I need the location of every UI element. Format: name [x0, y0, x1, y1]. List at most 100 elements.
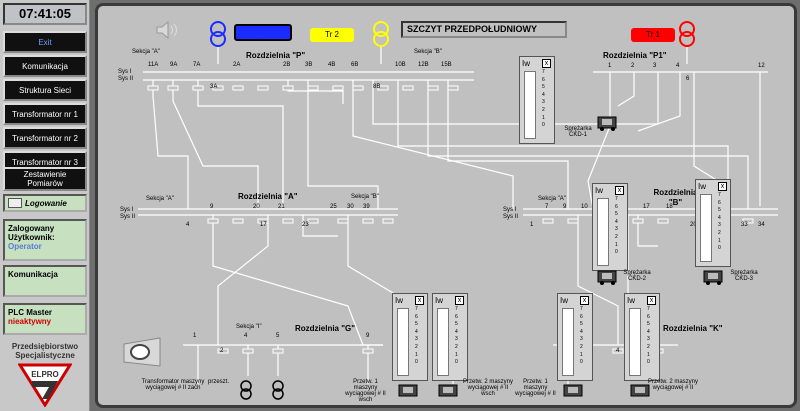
p-field: 8B [373, 84, 381, 90]
a-field: 9 [210, 204, 214, 210]
a-field: 23 [302, 222, 309, 228]
transformator-1-button[interactable]: Transformator nr 1 [3, 103, 87, 125]
meter-bar [524, 71, 536, 139]
logowanie-label: Logowanie [25, 198, 67, 208]
a-sys2: Sys II [120, 214, 136, 220]
komunikacja-button[interactable]: Komunikacja [3, 55, 87, 77]
compressor-icon[interactable] [596, 114, 620, 132]
a-sys1: Sys I [120, 207, 134, 213]
p-field: 7A [193, 62, 201, 68]
g-field: 5 [276, 333, 280, 339]
close-icon[interactable]: x [647, 296, 656, 305]
przetw-label: Przetw. 2 maszyny wyciągowej # II wsch [463, 379, 514, 397]
transformator-2-button[interactable]: Transformator nr 2 [3, 127, 87, 149]
close-icon[interactable]: x [542, 59, 551, 68]
przetw-label: Przetw. 1 maszyny wyciągowej # II wsch [345, 379, 386, 403]
screen-title: SZCZYT PRZEDPOŁUDNIOWY [401, 21, 567, 38]
p1-field: 3 [653, 63, 657, 69]
meter-label: Iw [627, 296, 635, 305]
p-field: 11A [148, 62, 159, 68]
user-box: Zalogowany Użytkownik: Operator [3, 219, 87, 261]
close-icon[interactable]: x [580, 296, 589, 305]
p1-field: 2 [631, 63, 635, 69]
b-sys2: Sys II [503, 214, 519, 220]
generator-icon[interactable] [120, 336, 164, 370]
meter-label: Iw [395, 296, 403, 305]
p-field: 2B [283, 62, 291, 68]
rozdzielnia-k-title: Rozdzielnia "K" [663, 324, 723, 333]
transformator-label: Transformator maszyny wyciągowej # II za… [141, 379, 205, 391]
transformer-icon[interactable] [270, 379, 286, 403]
converter-icon[interactable] [397, 382, 421, 400]
g-field: 9 [366, 333, 370, 339]
p-field: 9A [170, 62, 178, 68]
tr2-badge[interactable]: Tr 2 [310, 28, 354, 42]
p1-field: 4 [676, 63, 680, 69]
close-icon[interactable]: x [455, 296, 464, 305]
przetw-label: Przetw. 2 maszyny wyciągowej # II [648, 379, 699, 391]
p1-field: 6 [686, 76, 690, 82]
meter-label: Iw [560, 296, 568, 305]
g-field: 4 [244, 333, 248, 339]
g-field: 1 [193, 333, 197, 339]
a-field: 21 [278, 204, 285, 210]
logowanie-button[interactable]: Logowanie [3, 194, 87, 212]
close-icon[interactable]: x [615, 186, 624, 195]
meter-bar [629, 308, 641, 376]
meter-label: Iw [595, 186, 603, 195]
tr1-badge[interactable]: Tr 1 [631, 28, 675, 42]
b-sys1: Sys I [503, 207, 517, 213]
zestawienie-pomiarow-button[interactable]: Zestawienie Pomiarów [3, 167, 87, 191]
converter-icon[interactable] [437, 382, 461, 400]
compressor-icon[interactable] [702, 268, 726, 286]
transformer-tr1-icon[interactable] [675, 20, 699, 50]
close-icon[interactable]: x [415, 296, 424, 305]
rozdzielnia-p1-title: Rozdzielnia "P1" [603, 51, 667, 60]
meter-label: Iw [435, 296, 443, 305]
transformer-icon[interactable] [238, 379, 254, 403]
left-panel: 07:41:05 Exit Komunikacja Struktura Siec… [0, 0, 90, 411]
meter-bar [597, 198, 609, 266]
transformer-tr2-icon[interactable] [369, 20, 393, 50]
p-field: 3B [305, 62, 313, 68]
b-field: 34 [758, 222, 765, 228]
transformer-tr3-icon[interactable] [206, 20, 230, 50]
p-sekcja-a: Sekcja "A" [132, 49, 160, 55]
p-field: 12B [418, 62, 429, 68]
b-field: 7 [545, 204, 549, 210]
plc-title: PLC Master [8, 308, 53, 317]
a-field: 25 [330, 204, 337, 210]
converter-icon[interactable] [562, 382, 586, 400]
compressor-icon[interactable] [596, 268, 620, 286]
p-field: 15B [441, 62, 452, 68]
b-field: 18 [666, 204, 673, 210]
close-icon[interactable]: x [718, 182, 727, 191]
b-field: 9 [563, 204, 567, 210]
meter-bar [437, 308, 449, 376]
meter-bar [562, 308, 574, 376]
tr3-badge[interactable]: Tr 3 [234, 24, 292, 41]
b-field: 33 [741, 222, 748, 228]
b-sekcja-a: Sekcja "A" [538, 196, 566, 202]
compressor-label: Sprężarka ČKD-3 [730, 270, 758, 282]
p-field: 6B [351, 62, 359, 68]
compressor-label: Sprężarka ČKD-2 [623, 270, 651, 282]
exit-button[interactable]: Exit [3, 31, 87, 53]
meter-label: Iw [698, 182, 706, 191]
converter-icon[interactable] [629, 382, 653, 400]
struktura-sieci-button[interactable]: Struktura Sieci [3, 79, 87, 101]
speaker-icon[interactable] [153, 20, 183, 40]
clock: 07:41:05 [3, 3, 87, 25]
meter-bar [397, 308, 409, 376]
